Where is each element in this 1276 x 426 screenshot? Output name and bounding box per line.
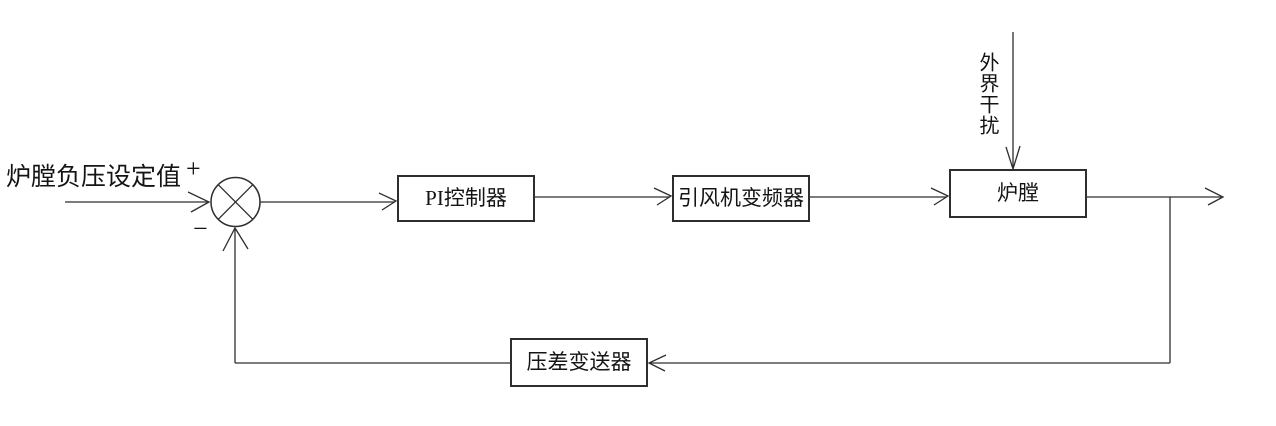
- pi-controller-label: PI控制器: [425, 186, 507, 210]
- feedback-branch-arrow: [647, 197, 1171, 372]
- arrowhead-right-icon: [187, 191, 211, 213]
- furnace-label: 炉膛: [997, 181, 1039, 205]
- arrowhead-right-icon: [930, 187, 950, 206]
- arrowhead-right-icon: [378, 192, 398, 211]
- fan-inverter-label: 引风机变频器: [678, 186, 804, 210]
- arrowhead-up-icon: [222, 226, 249, 252]
- disturbance-label: 外界干扰: [976, 52, 998, 136]
- transmitter-block: 压差变送器: [510, 338, 648, 387]
- control-signal-arrow: [535, 187, 673, 206]
- pi-controller-block: PI控制器: [397, 175, 535, 222]
- transmitter-label: 压差变送器: [526, 350, 632, 374]
- fan-inverter-block: 引风机变频器: [672, 175, 810, 222]
- disturbance-arrow: [1005, 32, 1021, 172]
- furnace-block: 炉膛: [949, 169, 1087, 218]
- actuator-signal-arrow: [810, 187, 950, 206]
- plus-sign: +: [186, 154, 201, 183]
- summing-junction-cross: [217, 184, 254, 220]
- arrowhead-left-icon: [647, 354, 667, 372]
- arrowhead-right-icon: [653, 187, 673, 206]
- arrowhead-right-icon: [1204, 187, 1225, 206]
- setpoint-arrow: [65, 191, 211, 213]
- error-signal-arrow: [260, 192, 398, 211]
- feedback-return-arrow: [222, 226, 510, 364]
- setpoint-label: 炉膛负压设定值: [6, 164, 182, 191]
- output-arrow: [1087, 187, 1225, 206]
- minus-sign: −: [193, 214, 208, 243]
- summing-junction: [210, 176, 261, 228]
